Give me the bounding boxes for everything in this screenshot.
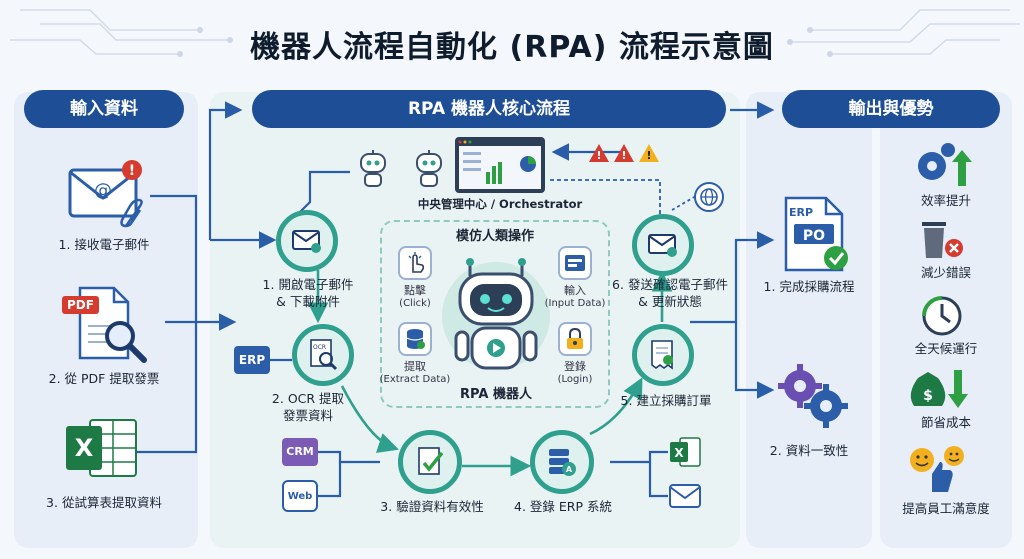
input-label-pdf: 2. 從 PDF 提取發票 [48, 371, 160, 386]
svg-text:@: @ [94, 180, 112, 201]
step4-label: 4. 登錄 ERP 系統 [514, 499, 612, 514]
rpa-robot-icon [440, 252, 552, 382]
erp-badge: ERP [234, 346, 270, 374]
extract-data-icon [398, 322, 432, 356]
crm-badge: CRM [282, 438, 318, 466]
po-text: PO [802, 228, 826, 244]
svg-text:!: ! [621, 149, 626, 162]
small-excel-icon: X [668, 436, 702, 468]
step5-label: 5. 建立採購訂單 [620, 393, 712, 408]
step6-confirm-email-node [632, 214, 694, 276]
action-login-sub: (Login) [557, 374, 593, 385]
efficiency-gear-arrow-icon [912, 140, 972, 190]
svg-text:OCR: OCR [313, 344, 326, 351]
email-icon: @ ! [66, 158, 150, 230]
smiley-thumbsup-icon [908, 444, 972, 496]
svg-text:X: X [674, 446, 684, 460]
pdf-badge: PDF [62, 296, 99, 314]
input-label-email: 1. 接收電子郵件 [58, 237, 150, 252]
svg-text:$: $ [923, 388, 933, 404]
orchestrator-label: 中央管理中心 / Orchestrator [417, 197, 583, 211]
svg-text:!: ! [646, 149, 651, 162]
robot-small-icon-1 [356, 148, 390, 188]
excel-icon: X [64, 414, 140, 482]
circuit-decoration-left [10, 9, 233, 57]
warning-icons: ! ! ! [588, 142, 662, 164]
svg-text:!: ! [596, 149, 601, 162]
step5-po-node [632, 324, 694, 386]
svg-text:X: X [75, 434, 94, 462]
step2-ocr-node: OCR [292, 324, 354, 386]
benefit-reduce-errors: 減少錯誤 [920, 265, 971, 280]
action-click-sub: (Click) [399, 298, 431, 309]
benefit-24-7: 全天候運行 [914, 341, 978, 356]
svg-text:A: A [566, 465, 573, 474]
benefit-save-cost: 節省成本 [920, 415, 971, 430]
erp-po-document-icon [776, 196, 856, 276]
robot-label: RPA 機器人 [460, 387, 532, 402]
step3-validate-node [398, 430, 462, 494]
input-data-icon [558, 246, 592, 280]
output-panel [746, 92, 872, 548]
action-click-label: 點擊 [404, 284, 426, 297]
login-lock-icon [558, 322, 592, 356]
action-extract-sub: (Extract Data) [379, 374, 451, 385]
action-input-sub: (Input Data) [544, 298, 606, 309]
erp-text: ERP [788, 206, 814, 219]
web-badge-icon: Web [282, 480, 318, 512]
input-header: 輸入資料 [24, 90, 184, 128]
mimic-human-box [380, 220, 610, 408]
output-header: 輸出與優勢 [782, 90, 1000, 128]
output-label-consistency: 2. 資料一致性 [769, 443, 849, 458]
action-login-label: 登錄 [564, 360, 586, 373]
benefit-employee-satisfaction: 提高員工滿意度 [902, 501, 990, 516]
step4-erp-node: A [530, 430, 594, 494]
globe-icon [694, 182, 724, 212]
gears-sync-icon [774, 362, 854, 432]
benefit-efficiency: 效率提升 [920, 193, 971, 208]
dashboard-screen-icon [454, 136, 546, 194]
mimic-title: 模仿人類操作 [455, 229, 534, 244]
action-extract-label: 提取 [404, 360, 426, 373]
step1-email-node [276, 210, 338, 272]
core-header: RPA 機器人核心流程 [252, 90, 726, 128]
page-title: 機器人流程自動化 (RPA) 流程示意圖 [250, 30, 774, 65]
money-bag-down-arrow-icon: $ [908, 368, 972, 412]
magnifier-icon [100, 316, 150, 366]
paperclip-icon [118, 198, 148, 232]
svg-text:!: ! [129, 163, 135, 179]
step3-label: 3. 驗證資料有效性 [380, 499, 484, 514]
output-label-po: 1. 完成採購流程 [763, 279, 855, 294]
web-badge-label: Web [287, 490, 313, 502]
robot-small-icon-2 [412, 148, 446, 188]
trash-error-icon [916, 218, 968, 262]
clock-24h-icon [920, 294, 964, 338]
step2-label: 2. OCR 提取 發票資料 [271, 391, 345, 423]
circuit-decoration-right [787, 9, 1020, 57]
step1-label: 1. 開啟電子郵件 & 下載附件 [262, 277, 354, 309]
step6-label: 6. 發送確認電子郵件 & 更新狀態 [612, 277, 728, 309]
small-mail-icon [668, 482, 702, 510]
action-input-label: 輸入 [564, 284, 586, 297]
input-label-spreadsheet: 3. 從試算表提取資料 [46, 495, 162, 510]
click-icon [398, 246, 432, 280]
